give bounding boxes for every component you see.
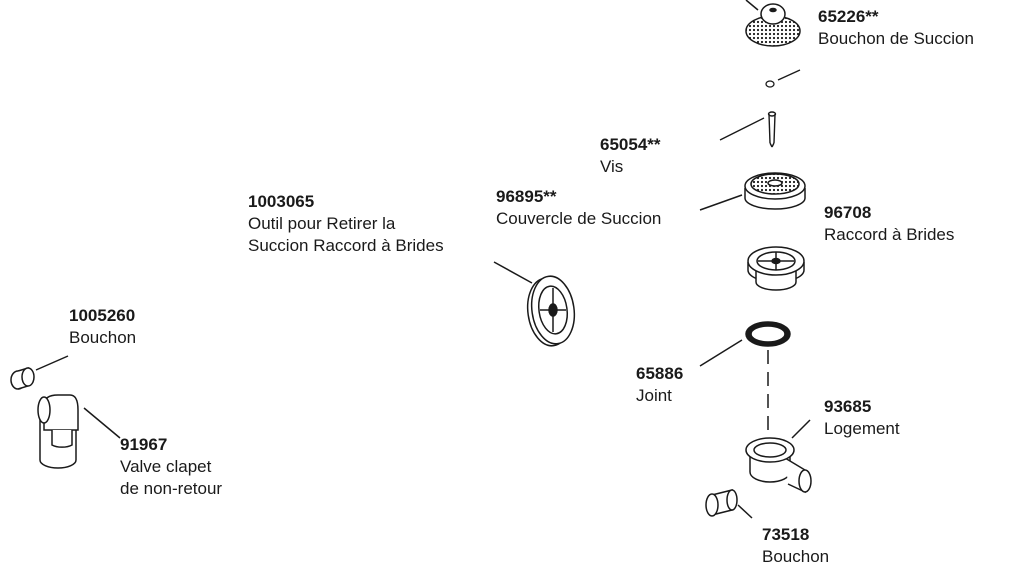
part-name: Vis: [600, 157, 624, 176]
part-name: Bouchon: [762, 547, 830, 566]
part-name: Couvercle de Succion: [496, 209, 662, 228]
small-plug-drawing: [10, 355, 69, 390]
end-plug-drawing: [705, 489, 753, 519]
part-number: 65226**: [818, 7, 879, 26]
part-number: 1003065: [248, 192, 315, 211]
label-gasket: 65886 Joint: [636, 363, 683, 407]
gasket-drawing: [699, 321, 791, 436]
part-name: Logement: [824, 419, 900, 438]
part-number: 91967: [120, 435, 168, 454]
label-small-plug: 1005260 Bouchon: [69, 305, 136, 349]
label-suction-cover: 96895** Couvercle de Succion: [496, 186, 661, 230]
part-number: 65054**: [600, 135, 661, 154]
part-name: Raccord à Brides: [824, 225, 955, 244]
part-number: 96895**: [496, 187, 557, 206]
part-number: 65886: [636, 364, 684, 383]
housing-drawing: [745, 419, 812, 494]
washer-drawing: [765, 69, 801, 88]
part-name: Joint: [636, 386, 672, 405]
screw-drawing: [719, 111, 777, 148]
label-screw: 65054** Vis: [600, 134, 718, 178]
part-name: Succion Raccord à Brides: [248, 236, 444, 255]
part-number: 93685: [824, 397, 872, 416]
part-number: 96708: [824, 203, 872, 222]
suction-cover-drawing: [699, 172, 806, 211]
label-flange-fitting: 96708 Raccord à Brides: [824, 202, 954, 246]
strainer-cap-drawing: [745, 0, 801, 47]
part-name: Bouchon: [69, 328, 137, 347]
label-check-valve: 91967 Valve clapet de non-retour: [120, 434, 222, 500]
label-housing: 93685 Logement: [824, 396, 900, 440]
removal-tool-drawing: [493, 261, 576, 347]
part-name: de non-retour: [120, 479, 223, 498]
part-name: Outil pour Retirer la: [248, 214, 396, 233]
label-end-plug: 73518 Bouchon: [762, 524, 829, 568]
part-name: Bouchon de Succion: [818, 29, 974, 48]
check-valve-drawing: [37, 394, 121, 469]
label-strainer-cap: 65226** Bouchon de Succion: [818, 6, 974, 50]
flange-fitting-drawing: [747, 246, 805, 291]
label-removal-tool: 1003065 Outil pour Retirer la Succion Ra…: [248, 191, 444, 257]
part-number: 1005260: [69, 306, 136, 325]
part-number: 73518: [762, 525, 810, 544]
part-name: Valve clapet: [120, 457, 212, 476]
